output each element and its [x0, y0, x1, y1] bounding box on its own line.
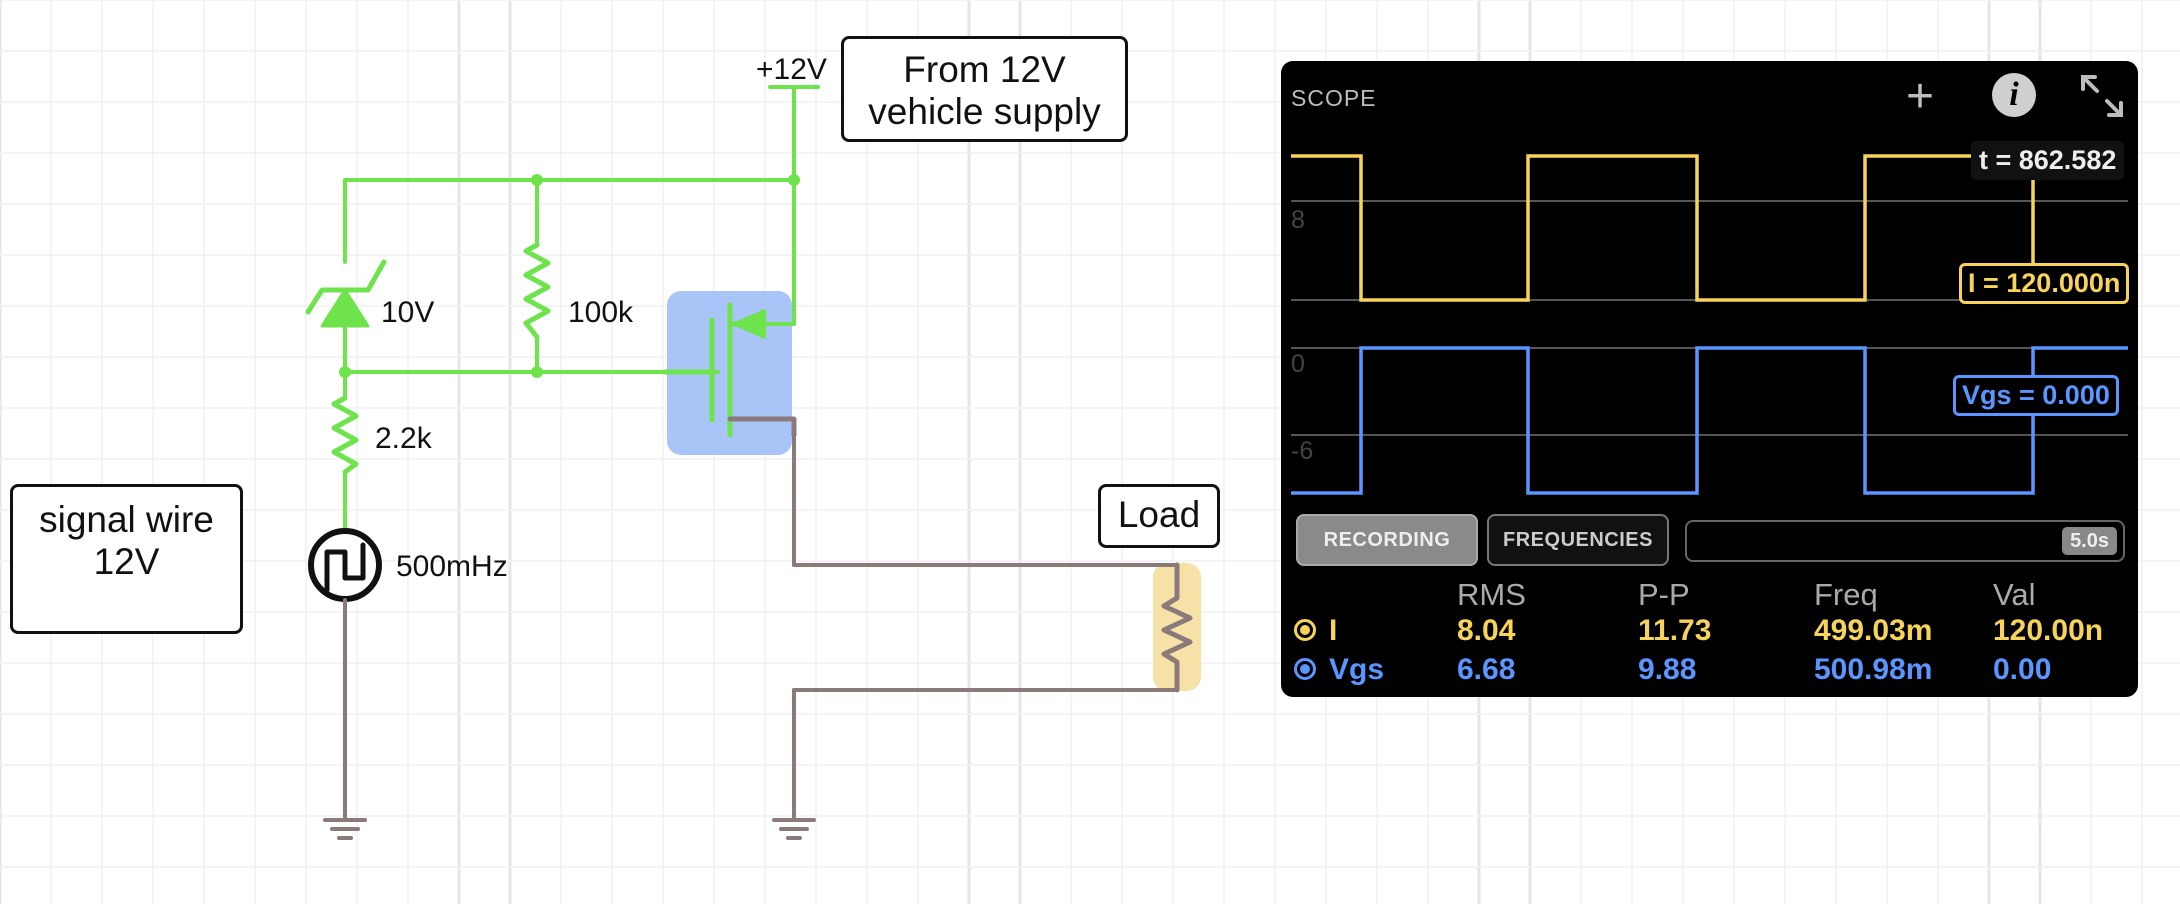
stat-row-name: Vgs — [1329, 653, 1385, 686]
stat-header-val: Val — [1993, 577, 2036, 612]
stat-value: 499.03m — [1814, 614, 1933, 647]
stat-value: 8.04 — [1457, 614, 1516, 647]
current-tag[interactable]: I = 120.000n — [1959, 263, 2130, 304]
ground-icon — [323, 818, 367, 840]
resistor-icon[interactable] — [1161, 562, 1193, 693]
note-load[interactable]: Load — [1098, 484, 1220, 548]
stat-value: 500.98m — [1814, 653, 1933, 686]
vgs-tag[interactable]: Vgs = 0.000 — [1953, 375, 2119, 416]
ground-icon — [772, 818, 816, 840]
current-visibility-toggle[interactable] — [1294, 619, 1316, 641]
resistor-2k2-label: 2.2k — [375, 422, 433, 455]
resistor-100k-label: 100k — [568, 296, 634, 329]
stat-header-freq: Freq — [1814, 577, 1878, 612]
stat-value: 9.88 — [1638, 653, 1697, 686]
note-signal[interactable]: signal wire 12V — [10, 484, 243, 634]
ground-wires[interactable] — [343, 433, 1179, 822]
vgs-visibility-toggle[interactable] — [1294, 658, 1316, 680]
stat-value: 11.73 — [1638, 614, 1712, 647]
zener-label: 10V — [381, 296, 434, 329]
square-wave-source-icon[interactable] — [308, 528, 382, 602]
scope-plot: 8 0 -6 — [1291, 154, 2128, 495]
frequencies-button[interactable]: FREQUENCIES — [1487, 514, 1669, 566]
axis-label-bottom: -6 — [1291, 437, 1313, 465]
stat-header-rms: RMS — [1457, 577, 1526, 612]
mosfet-icon[interactable] — [662, 302, 797, 438]
scope-title: SCOPE — [1291, 85, 1377, 111]
axis-label-middle: 0 — [1291, 350, 1305, 378]
junctions — [339, 174, 800, 378]
resistor-icon[interactable] — [523, 242, 551, 340]
resistor-icon[interactable] — [331, 395, 359, 475]
source-label: 500mHz — [396, 550, 508, 583]
timebase-slider[interactable]: 5.0s — [1685, 520, 2125, 562]
stat-header-pp: P-P — [1638, 577, 1690, 612]
trace-current — [1291, 154, 2128, 302]
stat-value: 6.68 — [1457, 653, 1516, 686]
recording-button[interactable]: RECORDING — [1296, 514, 1478, 566]
plus-icon[interactable]: + — [1906, 70, 1935, 123]
expand-icon[interactable] — [2079, 73, 2125, 119]
timebase-value: 5.0s — [2062, 527, 2117, 555]
stat-value: 0.00 — [1993, 653, 2052, 686]
load-highlight[interactable] — [1153, 563, 1201, 691]
time-readout: t = 862.582 — [1971, 141, 2125, 180]
info-icon[interactable]: i — [1992, 73, 2036, 117]
note-supply[interactable]: From 12V vehicle supply — [841, 36, 1128, 142]
stat-value: 120.00n — [1993, 614, 2104, 647]
scope-panel[interactable]: 8 0 -6 SCOPE + i t = 862.582 I = 120.000… — [1281, 61, 2138, 697]
trace-vgs — [1291, 346, 2128, 495]
axis-label-top: 8 — [1291, 206, 1305, 234]
stat-row-name: I — [1329, 614, 1338, 647]
supply-label: +12V — [756, 53, 827, 86]
zener-icon[interactable] — [305, 259, 387, 328]
